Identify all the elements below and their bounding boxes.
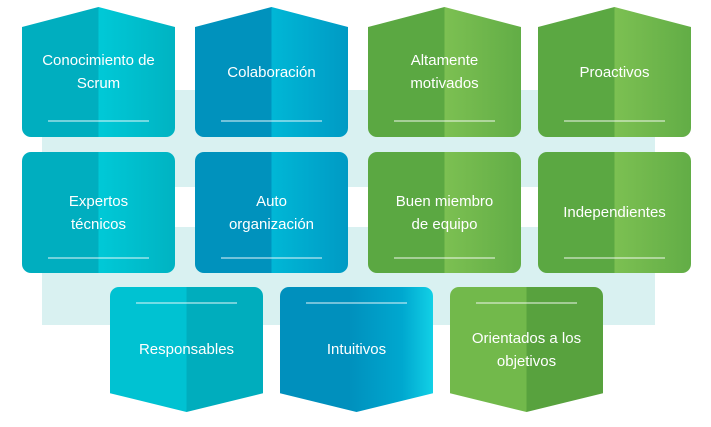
tile-label: Proactivos — [579, 63, 650, 81]
tile-label: Conocimiento de Scrum — [42, 52, 155, 92]
divider — [476, 302, 577, 304]
tile-buen-miembro: Buen miembro de equipo — [368, 152, 521, 273]
divider — [564, 120, 665, 122]
tile-responsables: Responsables — [110, 287, 263, 412]
tile-expertos-tecnicos: Expertos técnicos — [22, 152, 175, 273]
divider — [394, 257, 495, 259]
tile-colaboracion: Colaboración — [195, 7, 348, 137]
tile-label: Auto organización — [228, 192, 315, 233]
tile-orientados-objetivos: Orientados a los objetivos — [450, 287, 603, 412]
tile-label: Intuitivos — [326, 341, 387, 358]
tile-intuitivos: Intuitivos — [280, 287, 433, 412]
divider — [221, 257, 322, 259]
tile-proactivos: Proactivos — [538, 7, 691, 137]
tile-label: Buen miembro de equipo — [395, 192, 494, 233]
divider — [306, 302, 407, 304]
tile-conocimiento-scrum: Conocimiento de Scrum — [22, 7, 175, 137]
tile-auto-organizacion: Auto organización — [195, 152, 348, 273]
tile-label: Responsables — [138, 341, 235, 358]
tile-label: Expertos técnicos — [68, 192, 129, 233]
tile-label: Independientes — [563, 204, 666, 221]
divider — [221, 120, 322, 122]
divider — [48, 257, 149, 259]
tile-label: Colaboración — [227, 63, 316, 81]
tile-independientes: Independientes — [538, 152, 691, 273]
divider — [48, 120, 149, 122]
tile-altamente-motivados: Altamente motivados — [368, 7, 521, 137]
tile-label: Altamente motivados — [410, 52, 479, 92]
divider — [136, 302, 237, 304]
divider — [564, 257, 665, 259]
tile-label: Orientados a los objetivos — [471, 329, 582, 370]
divider — [394, 120, 495, 122]
